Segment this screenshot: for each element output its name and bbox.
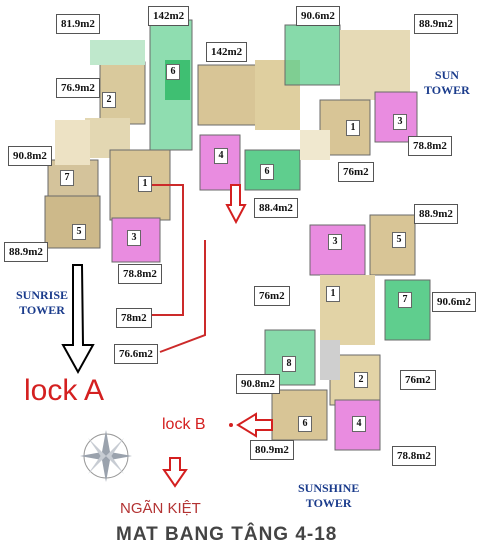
sunshine-tower-line-2: TOWER — [305, 496, 352, 510]
area-label: 78.8m2 — [118, 264, 162, 284]
unit-number: 6 — [166, 64, 180, 80]
unit-number: 1 — [138, 176, 152, 192]
area-label: 80.9m2 — [250, 440, 294, 460]
unit-number: 8 — [282, 356, 296, 372]
sun-tower-line-2: TOWER — [424, 83, 470, 97]
block-b-arrow — [229, 412, 273, 438]
unit-number: 2 — [102, 92, 116, 108]
area-label: 142m2 — [206, 42, 248, 62]
area-label: 81.9m2 — [56, 14, 100, 34]
sunshine-tower-line-1: SUNSHINE — [298, 481, 360, 495]
unit-number: 2 — [354, 372, 368, 388]
sunrise-tower-line-1: SUNRISE — [16, 288, 69, 302]
block-b-down-arrow — [225, 184, 247, 225]
block-b-label: lock B — [162, 416, 206, 433]
unit-number: 7 — [398, 292, 412, 308]
area-label: 76m2 — [400, 370, 436, 390]
leader-lines — [148, 184, 206, 353]
block-a-arrow — [61, 264, 95, 375]
area-label: 88.9m2 — [414, 204, 458, 224]
area-label: 90.8m2 — [8, 146, 52, 166]
area-label: 78m2 — [116, 308, 152, 328]
area-label: 90.6m2 — [296, 6, 340, 26]
unit-number: 5 — [392, 232, 406, 248]
sunrise-tower-label: SUNRISE TOWER — [16, 288, 68, 318]
unit-number: 7 — [60, 170, 74, 186]
unit-number: 1 — [346, 120, 360, 136]
compass-icon — [80, 430, 132, 482]
unit-number: 3 — [127, 230, 141, 246]
unit-number: 5 — [72, 224, 86, 240]
sun-tower-line-1: SUN — [434, 68, 459, 82]
area-label: 78.8m2 — [408, 136, 452, 156]
area-label: 76m2 — [254, 286, 290, 306]
area-label: 142m2 — [148, 6, 190, 26]
sunshine-tower-label: SUNSHINE TOWER — [298, 481, 359, 511]
area-label: 90.6m2 — [432, 292, 476, 312]
unit-number: 4 — [352, 416, 366, 432]
area-label: 90.8m2 — [236, 374, 280, 394]
area-label: 76m2 — [338, 162, 374, 182]
area-label: 76.9m2 — [56, 78, 100, 98]
road-arrow — [162, 457, 188, 488]
area-label: 78.8m2 — [392, 446, 436, 466]
unit-number: 3 — [328, 234, 342, 250]
block-a-label: lock A — [24, 374, 105, 407]
area-label: 88.4m2 — [254, 198, 298, 218]
area-label: 88.9m2 — [4, 242, 48, 262]
road-label: NGÃN KIỆT — [120, 500, 201, 517]
area-label: 76.6m2 — [114, 344, 158, 364]
sun-tower-label: SUN TOWER — [424, 68, 470, 98]
sunrise-tower-line-2: TOWER — [19, 303, 65, 317]
plan-title: MAT BANG TÂNG 4-18 — [116, 524, 338, 545]
unit-number: 6 — [298, 416, 312, 432]
unit-number: 6 — [260, 164, 274, 180]
area-label: 88.9m2 — [414, 14, 458, 34]
unit-number: 3 — [393, 114, 407, 130]
sunrise-tower-plan — [44, 19, 193, 263]
unit-number: 4 — [214, 148, 228, 164]
unit-number: 1 — [326, 286, 340, 302]
